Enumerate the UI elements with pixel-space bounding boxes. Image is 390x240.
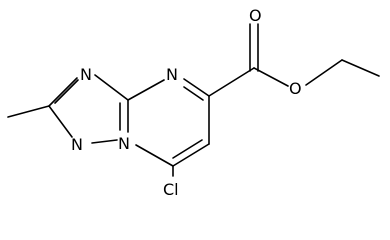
atom-n-bridge: N xyxy=(118,134,130,153)
bond-n3-c3a xyxy=(94,74,129,101)
atom-n-top-right: N xyxy=(166,65,178,84)
atom-o-carbonyl: O xyxy=(249,6,262,25)
bond-n4-c5-double xyxy=(183,86,204,101)
chemical-structure: N N N N O O Cl xyxy=(7,6,380,199)
bond-c6-c7-double xyxy=(172,139,203,159)
bond-methyl xyxy=(7,105,50,118)
atom-n-bottom-left: N xyxy=(71,135,83,154)
bond-ethyl xyxy=(341,59,380,77)
bond-c7-n8 xyxy=(135,144,174,167)
bond-c6-c7 xyxy=(172,143,210,167)
atom-o-ester: O xyxy=(289,79,302,98)
bond-c2-n3-double xyxy=(54,79,79,104)
bond-c3a-n4 xyxy=(127,79,165,101)
bond-n4-c5 xyxy=(183,78,210,97)
bond-c2-n1 xyxy=(48,105,73,138)
bond-n1-n8 xyxy=(91,139,118,144)
bond-o-ethyl xyxy=(305,59,343,86)
bond-carbonyl-o-ester xyxy=(253,67,289,87)
atom-cl: Cl xyxy=(163,180,179,199)
atom-n-top-left: N xyxy=(80,65,92,84)
bond-c2-n3 xyxy=(48,77,78,107)
bond-c5-carbonyl xyxy=(208,67,255,97)
